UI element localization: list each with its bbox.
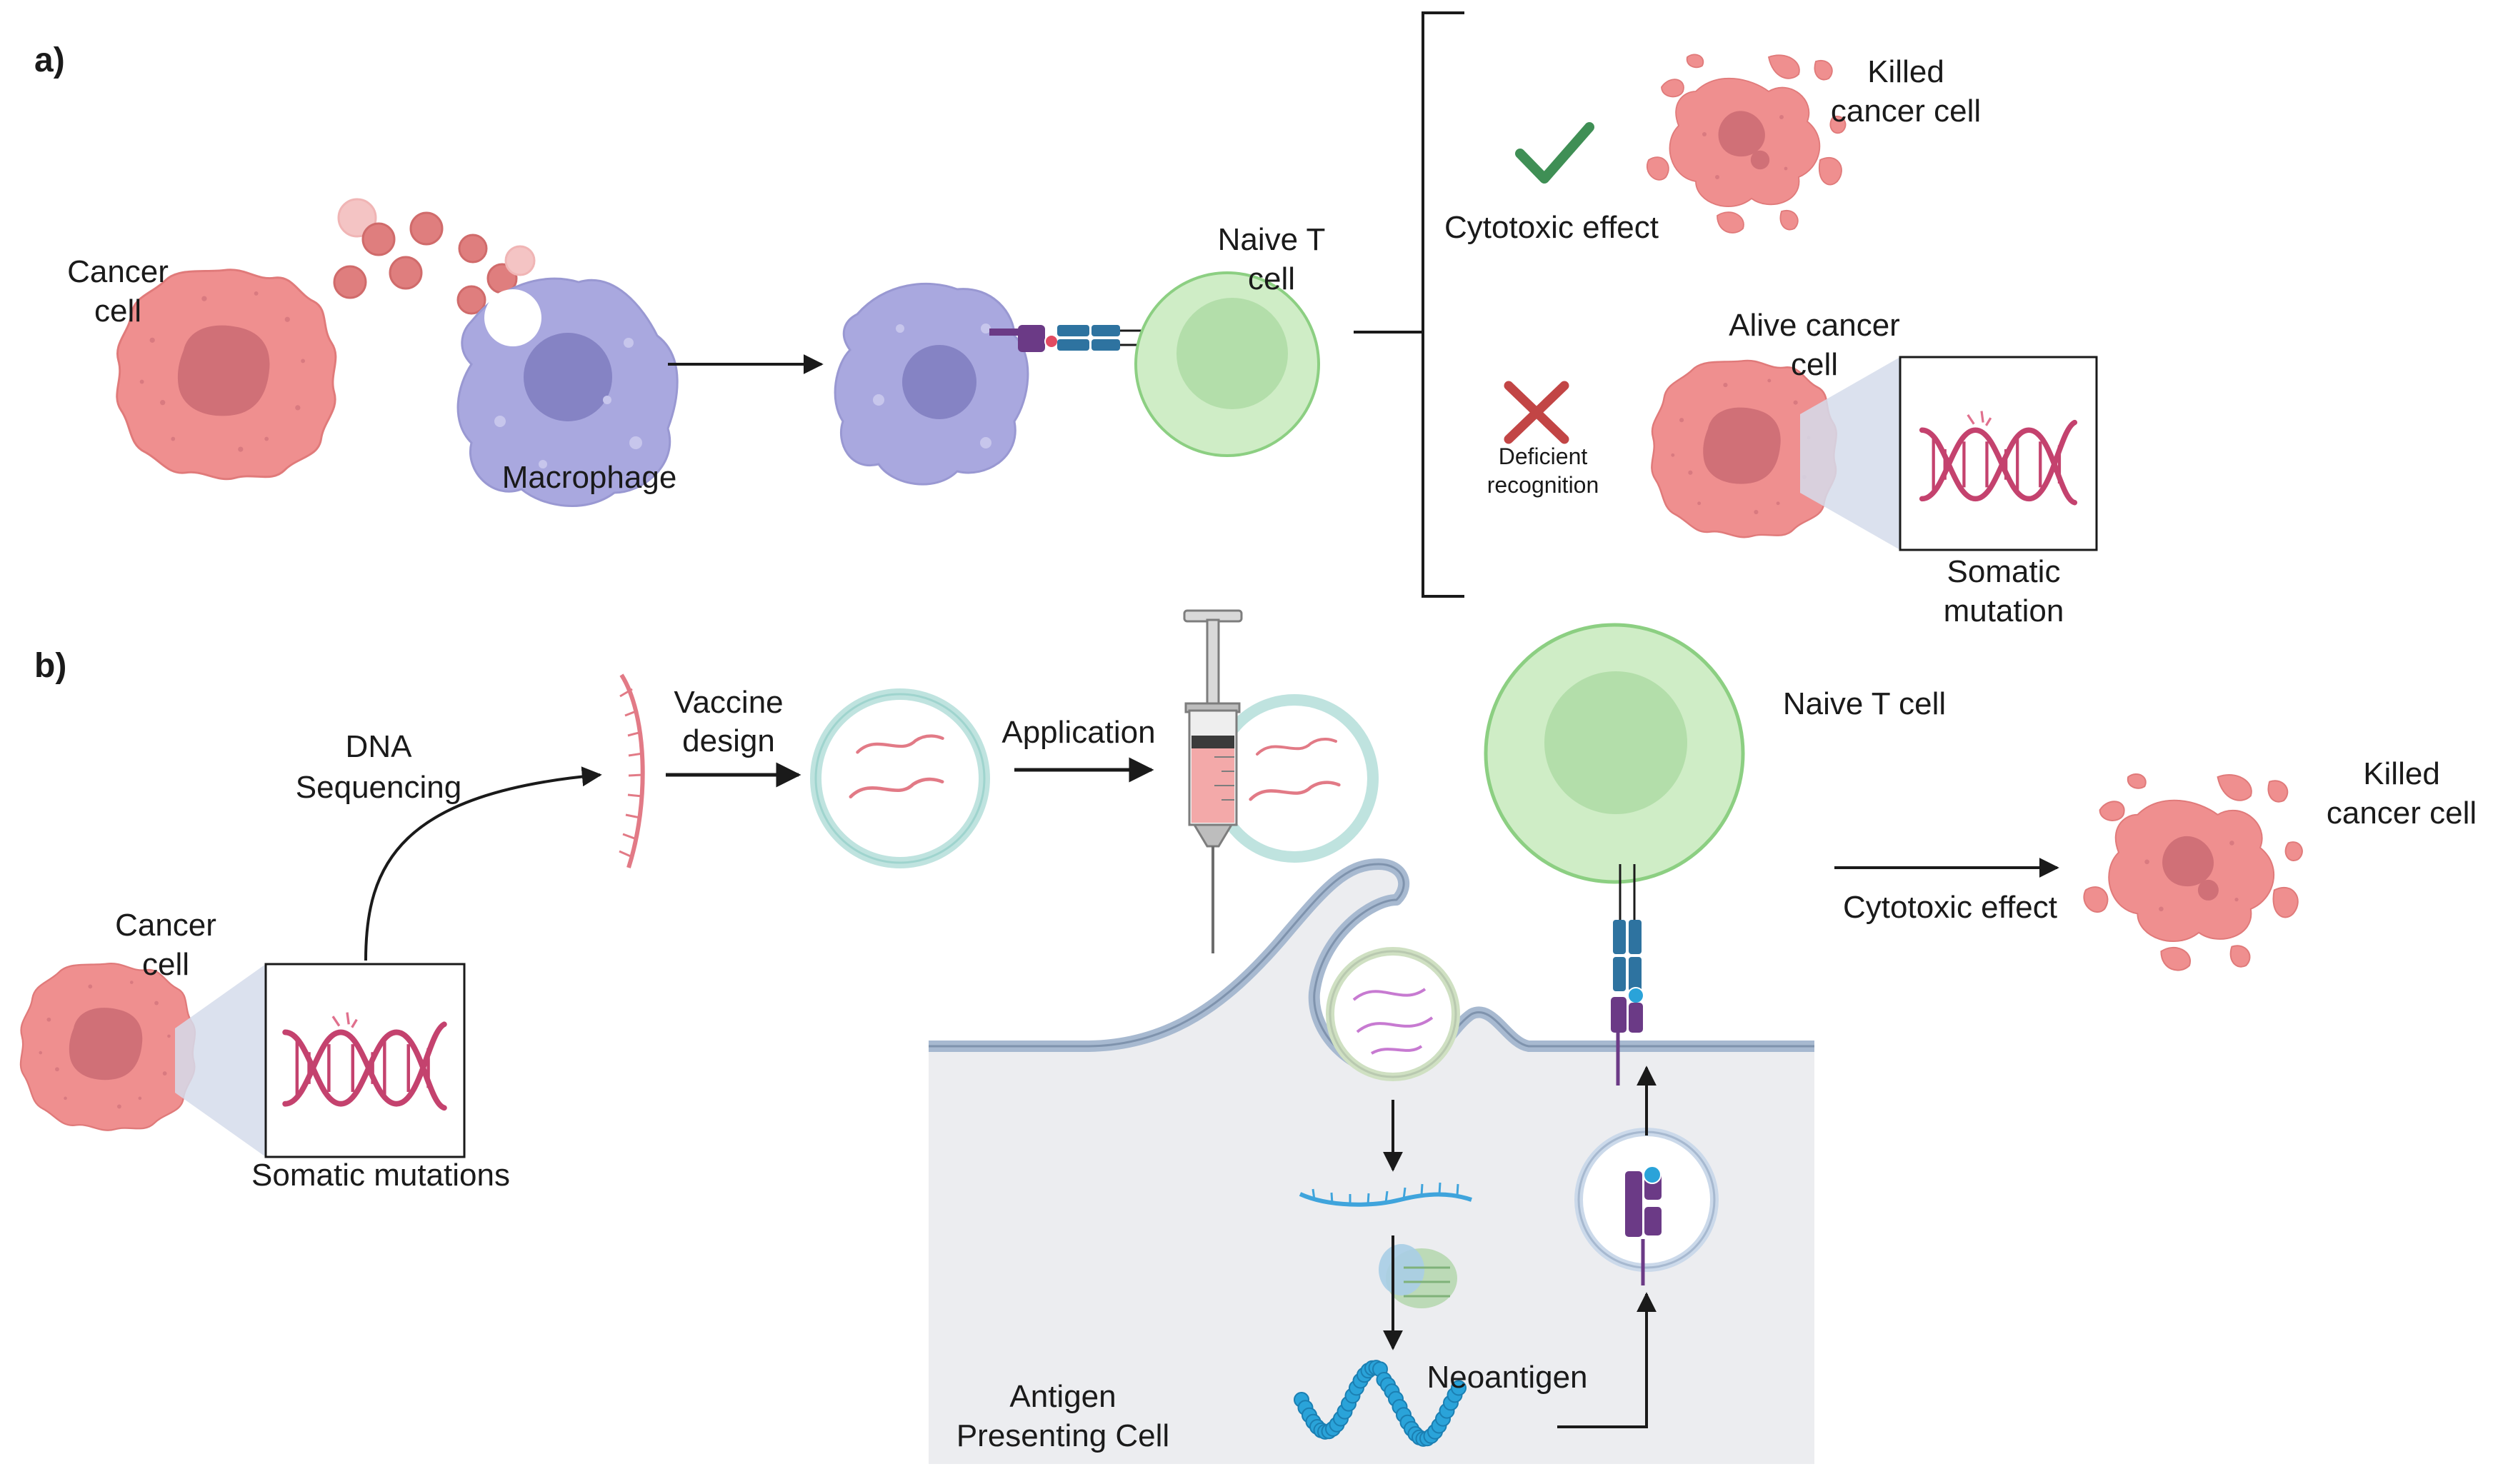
somatic-mutation-label-2: mutation <box>1944 593 2064 628</box>
lipid-nanoparticle-2 <box>1210 694 1379 863</box>
dna-sequencing-label-2: Sequencing <box>296 770 461 805</box>
mhc-tcr-complex-b <box>1611 864 1644 1086</box>
cytotoxic-effect-a-label: Cytotoxic effect <box>1444 210 1659 245</box>
presenting-macrophage <box>834 282 1029 486</box>
panel-b-cancer-cell-label-1: Cancer <box>115 908 216 943</box>
naive-t-cell-a-label-1: Naive T <box>1218 222 1326 257</box>
zoom-callout-b <box>175 964 266 1157</box>
apc-label-1: Antigen <box>1009 1379 1116 1414</box>
alive-cancer-cell-label-2: cell <box>1791 347 1838 382</box>
dna-sequencing-label-1: DNA <box>346 729 413 764</box>
naive-t-cell-a <box>1134 271 1320 457</box>
application-label: Application <box>1001 715 1155 750</box>
panel-b-cancer-cell-label-2: cell <box>142 947 189 982</box>
alive-cancer-cell-label-1: Alive cancer <box>1729 308 1900 343</box>
cytotoxic-effect-b-label: Cytotoxic effect <box>1843 890 2057 925</box>
panel-b-cancer-cell <box>19 962 196 1131</box>
syringe-icon <box>1183 609 1243 953</box>
zoom-callout-a <box>1800 357 1900 550</box>
ribosome-icon <box>1379 1244 1457 1308</box>
vaccine-design-label-1: Vaccine <box>674 685 783 720</box>
naive-t-cell-b-label: Naive T cell <box>1783 686 1946 721</box>
deficient-recognition-label-2: recognition <box>1487 472 1599 498</box>
neoantigen-bead <box>1451 1380 1467 1396</box>
panel-a-tag: a) <box>34 41 65 79</box>
mhc-tcr-complex-a <box>989 325 1164 352</box>
mhc-vesicle <box>1574 1128 1719 1285</box>
apc-label-2: Presenting Cell <box>956 1418 1169 1453</box>
killed-cancer-cell-a <box>1646 54 1847 234</box>
macrophage <box>456 277 679 507</box>
somatic-mutations-label: Somatic mutations <box>251 1158 510 1193</box>
cross-icon <box>1504 381 1569 444</box>
arrow-loading <box>1557 1292 1657 1428</box>
neoantigen-label: Neoantigen <box>1427 1360 1587 1395</box>
antigen-fragments <box>333 198 536 329</box>
panel-b-tag: b) <box>34 647 66 685</box>
arrow-sequencing <box>364 766 602 961</box>
naive-t-cell-b <box>1484 623 1745 884</box>
macrophage-label: Macrophage <box>502 460 677 495</box>
lipid-nanoparticle <box>810 688 990 868</box>
naive-t-cell-a-label-2: cell <box>1248 261 1295 296</box>
endosome <box>1326 947 1460 1081</box>
vaccine-design-label-2: design <box>682 723 775 758</box>
panel-a-cancer-cell-label-2: cell <box>94 294 141 329</box>
neoantigen-chain <box>1294 1360 1467 1447</box>
released-mrna <box>1299 1182 1472 1207</box>
killed-cancer-cell-a-label-1: Killed <box>1867 54 1944 89</box>
outcome-bracket <box>1354 11 1464 598</box>
killed-cancer-cell-b <box>2083 773 2303 971</box>
panel-a-cancer-cell <box>116 269 337 481</box>
killed-cancer-cell-a-label-2: cancer cell <box>1831 94 1981 129</box>
killed-cancer-cell-b-label-2: cancer cell <box>2327 796 2477 831</box>
mrna-strand <box>619 673 645 868</box>
somatic-mutation-label-1: Somatic <box>1947 554 2061 589</box>
panel-a-cancer-cell-label-1: Cancer <box>67 254 169 289</box>
killed-cancer-cell-b-label-1: Killed <box>2363 756 2440 791</box>
deficient-recognition-label-1: Deficient <box>1499 443 1588 469</box>
check-icon <box>1515 122 1594 184</box>
